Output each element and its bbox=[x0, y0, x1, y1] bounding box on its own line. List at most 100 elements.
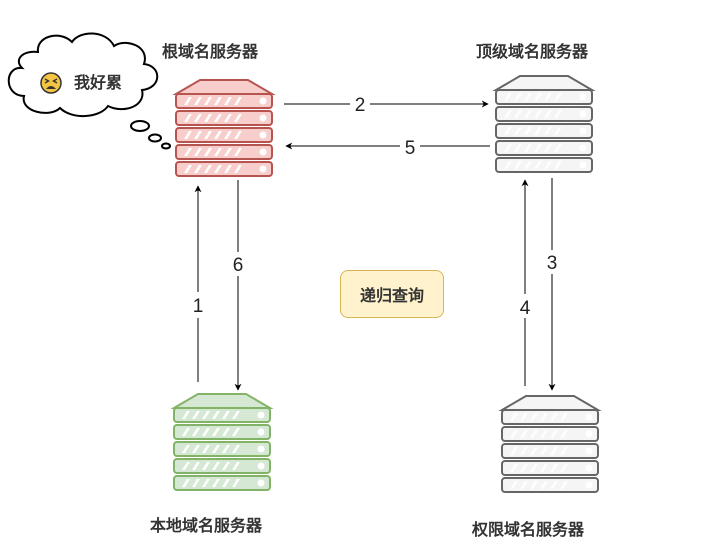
server-stripe bbox=[204, 148, 212, 156]
arrow-3: 3 bbox=[547, 178, 557, 391]
server-unit bbox=[175, 93, 273, 109]
recursive-query-badge: 递归查询 bbox=[340, 270, 444, 318]
authoritative-server-label: 权限域名服务器 bbox=[472, 520, 585, 539]
server-unit bbox=[175, 161, 273, 177]
server-stripe bbox=[234, 131, 242, 139]
server-unit-body bbox=[495, 123, 593, 139]
server-unit-body bbox=[501, 426, 599, 442]
server-unit-body bbox=[175, 161, 273, 177]
server-unit bbox=[501, 477, 599, 493]
server-unit-body bbox=[173, 424, 271, 440]
server-led bbox=[257, 445, 265, 453]
server-stripe bbox=[534, 93, 542, 101]
server-stripe bbox=[192, 479, 200, 487]
server-stripe bbox=[212, 462, 220, 470]
server-stripe bbox=[520, 430, 528, 438]
server-stripe bbox=[214, 148, 222, 156]
server-stripe bbox=[534, 161, 542, 169]
server-stripe bbox=[520, 413, 528, 421]
server-top bbox=[492, 75, 596, 91]
server-stripe bbox=[530, 481, 538, 489]
server-stripe bbox=[524, 110, 532, 118]
server-unit-body bbox=[495, 157, 593, 173]
server-stripe bbox=[504, 144, 512, 152]
server-unit bbox=[175, 127, 273, 143]
server-stripe bbox=[194, 97, 202, 105]
server-stripe bbox=[520, 464, 528, 472]
server-stripe bbox=[182, 479, 190, 487]
server-stripe bbox=[530, 447, 538, 455]
server-stripe bbox=[530, 430, 538, 438]
authoritative-server-icon[interactable] bbox=[498, 395, 602, 493]
server-stripe bbox=[222, 445, 230, 453]
server-unit bbox=[173, 407, 271, 423]
server-unit-body bbox=[495, 106, 593, 122]
server-stripe bbox=[202, 479, 210, 487]
server-unit bbox=[173, 441, 271, 457]
server-unit bbox=[501, 409, 599, 425]
tired-face-icon bbox=[40, 72, 62, 94]
server-stripe bbox=[550, 447, 558, 455]
server-top bbox=[172, 79, 276, 95]
server-stripe bbox=[550, 430, 558, 438]
local-server-label: 本地域名服务器 bbox=[150, 516, 263, 535]
server-unit bbox=[175, 110, 273, 126]
arrow-2-label: 2 bbox=[355, 95, 366, 116]
server-stripe bbox=[514, 161, 522, 169]
local-server-icon[interactable] bbox=[170, 393, 274, 491]
server-unit bbox=[173, 424, 271, 440]
server-stripe bbox=[224, 131, 232, 139]
server-stripe bbox=[554, 93, 562, 101]
server-led bbox=[585, 413, 593, 421]
server-stripe bbox=[212, 428, 220, 436]
server-led bbox=[259, 148, 267, 156]
server-stripe bbox=[234, 114, 242, 122]
server-stripe bbox=[540, 447, 548, 455]
server-stripe bbox=[192, 411, 200, 419]
server-led bbox=[257, 428, 265, 436]
server-stripe bbox=[214, 114, 222, 122]
arrow-1-label: 1 bbox=[193, 296, 204, 317]
server-top bbox=[170, 393, 274, 409]
server-unit-body bbox=[501, 477, 599, 493]
server-stripe bbox=[232, 462, 240, 470]
server-stripe bbox=[212, 411, 220, 419]
server-stripe bbox=[192, 462, 200, 470]
server-stripe bbox=[182, 411, 190, 419]
server-stripe bbox=[184, 165, 192, 173]
server-stripe bbox=[504, 127, 512, 135]
server-stripe bbox=[222, 411, 230, 419]
server-stripe bbox=[534, 127, 542, 135]
server-stripe bbox=[530, 464, 538, 472]
root-server-label: 根域名服务器 bbox=[162, 42, 259, 61]
server-stripe bbox=[224, 148, 232, 156]
server-stripe bbox=[544, 93, 552, 101]
server-stripe bbox=[234, 148, 242, 156]
server-stripe bbox=[232, 445, 240, 453]
server-unit-body bbox=[501, 409, 599, 425]
server-unit-body bbox=[495, 89, 593, 105]
server-unit-body bbox=[173, 441, 271, 457]
server-unit-body bbox=[175, 127, 273, 143]
server-stripe bbox=[560, 430, 568, 438]
server-stripe bbox=[554, 144, 562, 152]
server-stripe bbox=[550, 413, 558, 421]
server-stripe bbox=[234, 165, 242, 173]
server-stripe bbox=[202, 411, 210, 419]
server-led bbox=[579, 110, 587, 118]
server-stripe bbox=[232, 411, 240, 419]
server-stripe bbox=[540, 430, 548, 438]
server-stripe bbox=[514, 110, 522, 118]
server-stripe bbox=[184, 114, 192, 122]
tld-server-icon[interactable] bbox=[492, 75, 596, 173]
server-led bbox=[259, 97, 267, 105]
server-stripe bbox=[504, 93, 512, 101]
server-stripe bbox=[224, 114, 232, 122]
root-server-icon[interactable] bbox=[172, 79, 276, 177]
server-led bbox=[585, 481, 593, 489]
server-unit bbox=[501, 443, 599, 459]
server-stripe bbox=[194, 165, 202, 173]
arrow-6: 6 bbox=[233, 180, 243, 391]
server-stripe bbox=[524, 93, 532, 101]
server-unit-body bbox=[173, 458, 271, 474]
